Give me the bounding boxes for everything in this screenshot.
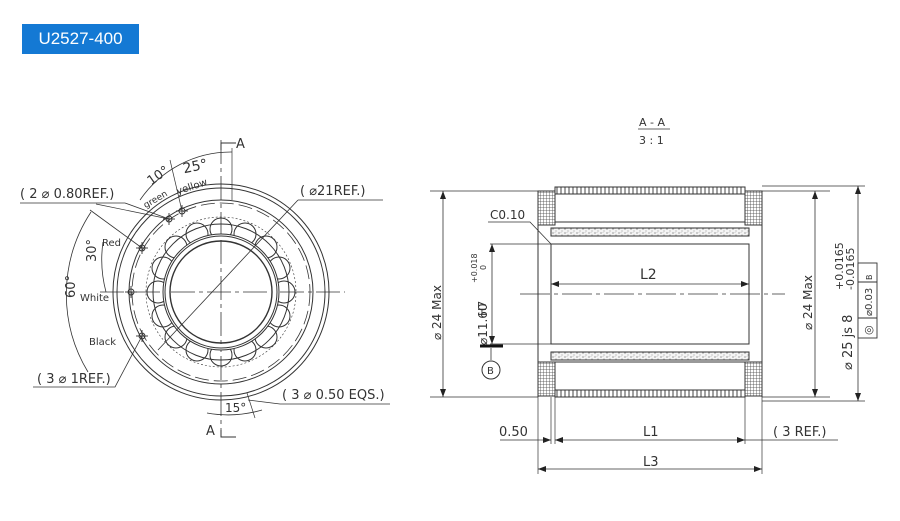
outer-max-left: ⌀ 24 Max [430,285,444,340]
bore-tol-class: H7 [476,301,489,316]
section-scale: 3 : 1 [639,134,664,147]
label-red: Red [102,238,121,249]
outer-diameter: ⌀ 25 js 8 [841,315,856,370]
front-view [20,140,390,438]
angle-60: 60° [64,275,79,298]
outer-tol-lower: -0.0165 [844,248,857,290]
gdt-datum: B [865,275,874,281]
dim-offset: 0.50 [499,425,528,440]
section-view [430,128,878,474]
dim-l3: L3 [643,455,659,470]
section-title: A - A [639,116,665,129]
gdt-concentricity-icon: ◎ [862,325,875,335]
section-marker-bottom: A [206,424,215,439]
label-yellow: yellow [175,177,209,197]
callout-holes-050: ( 3 ⌀ 0.50 EQS.) [282,388,385,403]
label-black: Black [89,337,116,348]
dim-l2: L2 [640,267,657,283]
outer-tol-upper: +0.0165 [833,242,846,290]
dim-l1: L1 [643,425,659,440]
angle-15: 15° [225,401,246,415]
angle-25: 25° [181,156,209,177]
callout-holes-1: ( 3 ⌀ 1REF.) [37,372,111,387]
outer-max-right: ⌀ 24 Max [801,275,815,330]
dim-ref3: ( 3 REF.) [773,425,826,440]
label-white: White [80,293,109,304]
bore-diameter: ⌀11.60 [476,303,490,345]
callout-diameter-21: ( ⌀21REF.) [300,184,365,199]
datum-b: B [487,366,494,377]
label-green: green [142,189,170,211]
angle-10: 10° [145,163,172,189]
part-number-badge: U2527-400 [22,24,139,54]
chamfer-label: C0.10 [490,208,525,222]
callout-holes-080: ( 2 ⌀ 0.80REF.) [20,187,114,202]
section-marker-top: A [236,137,245,152]
bore-tol-upper: +0.018 [470,253,479,283]
gdt-value: ⌀0.03 [864,288,875,316]
bore-tol-lower: 0 [479,265,488,270]
angle-30: 30° [85,239,100,262]
